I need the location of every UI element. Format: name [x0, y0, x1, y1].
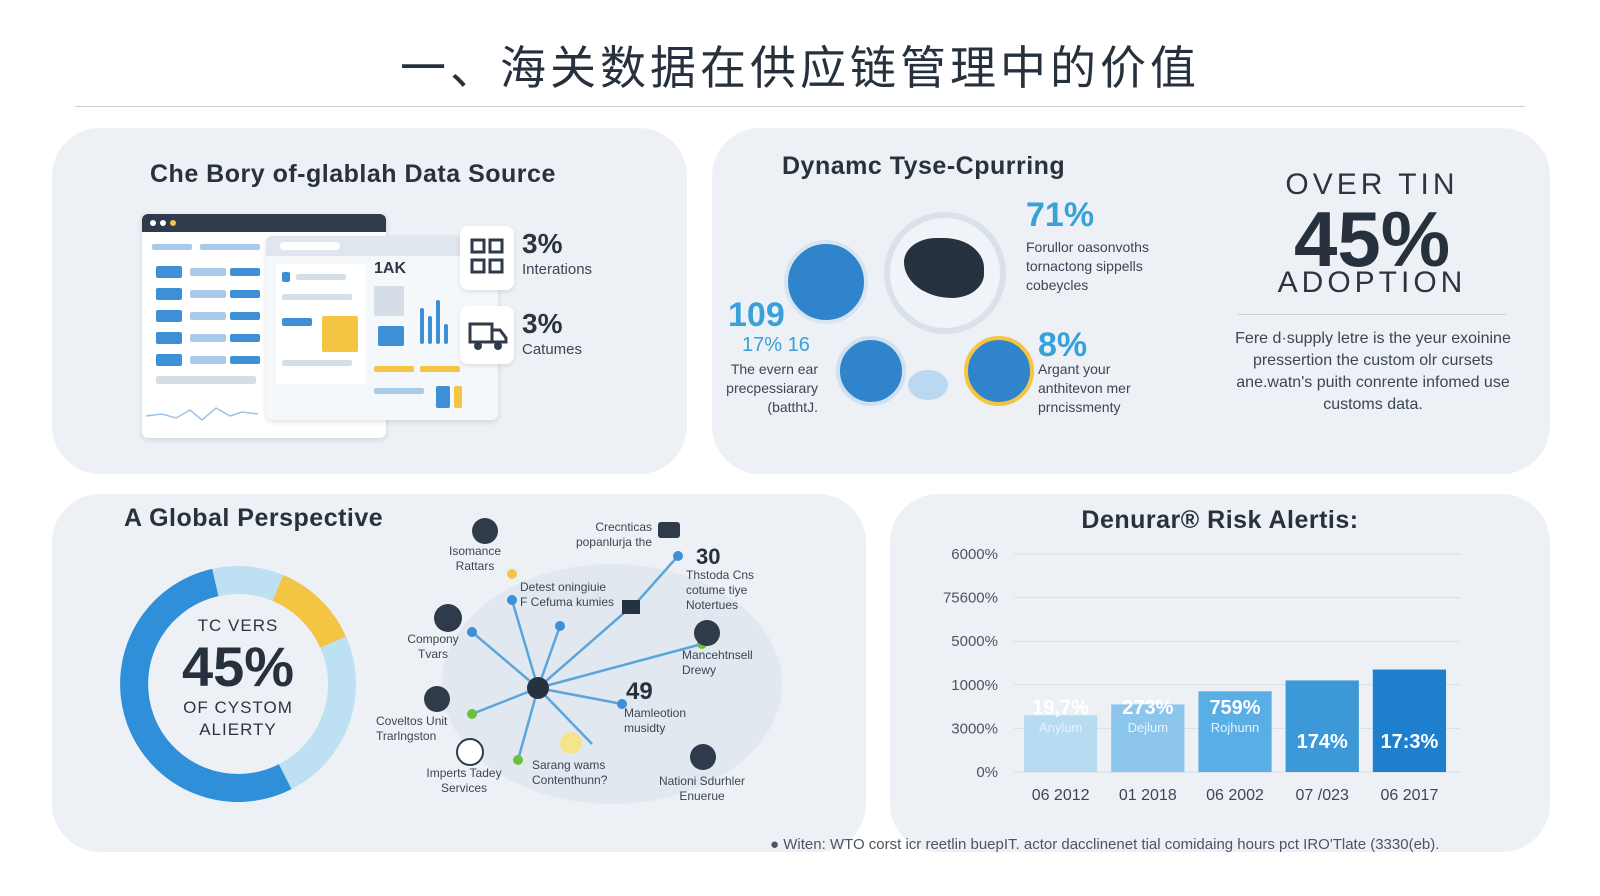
card-icon	[658, 522, 680, 538]
bar	[1198, 691, 1272, 772]
box-icon	[434, 604, 462, 632]
y-tick-label: 75600%	[943, 590, 998, 607]
dashboard-front-illustration: 1AK	[266, 236, 498, 420]
person-icon	[472, 518, 498, 544]
crate-icon	[694, 620, 720, 646]
bar-value-label: 174%	[1297, 731, 1348, 753]
title-divider	[75, 106, 1525, 107]
donut-bottom-label: OF CYSTOM	[183, 698, 293, 717]
globe-icon	[456, 738, 484, 766]
node-value: 49	[626, 678, 653, 705]
bar-value-label: 17:3%	[1381, 731, 1439, 753]
donut-accent-arc	[272, 575, 346, 649]
donut-value-arc	[120, 568, 292, 802]
globe-icon	[784, 240, 868, 324]
stat-text: The evern ear precpessiarary (batthtJ.	[726, 361, 818, 415]
stat-label: Catumes	[522, 341, 583, 358]
donut-chart	[120, 566, 356, 802]
x-tick-label: 06 2012	[1032, 787, 1090, 804]
person-icon	[690, 744, 716, 770]
headline-value: 45%	[1293, 195, 1451, 283]
ship-icon	[424, 686, 450, 712]
y-tick-label: 1000%	[951, 677, 998, 694]
headline-divider	[1238, 314, 1506, 315]
headline-paragraph: Fere d·supply letre is the yeur exoinine…	[1235, 330, 1511, 413]
bar-value-label: 273%	[1122, 697, 1173, 719]
data-source-panel: Che Bory of-glablah Data Source	[52, 128, 687, 474]
stat-text: Argant your anthitevon mer prncissmenty	[1038, 361, 1131, 415]
truck-icon	[468, 322, 508, 350]
network-hub	[527, 677, 549, 699]
bar	[1024, 715, 1098, 772]
stat-sub: 17% 16	[742, 334, 810, 356]
stat-value: 8%	[1038, 326, 1088, 364]
headline-top: OVER TIN	[1285, 168, 1459, 201]
global-perspective-panel: A Global Perspective TC VERS 45% OF CYST…	[52, 494, 866, 852]
stat-value: 3%	[522, 308, 563, 339]
bar	[1285, 680, 1359, 772]
donut-top-label: TC VERS	[197, 616, 279, 635]
barcode-card	[460, 226, 514, 290]
x-tick-label: 07 /023	[1296, 787, 1349, 804]
stat-value: 3%	[522, 228, 563, 259]
dashboard-label: 1AK	[374, 260, 407, 277]
risk-alerts-panel: Denurar® Risk Alertis: 0% 3000% 1000% 5000%…	[890, 494, 1550, 852]
bar-sub-label: Dejlum	[1128, 720, 1168, 735]
footer-source-note: ● Witen: WTO corst icr reetlin buepIT. a…	[770, 836, 1440, 853]
lightbulb-icon	[560, 732, 582, 754]
chart-icon	[964, 336, 1034, 406]
sparkline-illustration	[145, 407, 259, 421]
page-title: 一、海关数据在供应链管理中的价值	[400, 41, 1200, 95]
stat-value: 109	[728, 296, 785, 334]
dynamic-panel: Dynamc Tyse-Cpurring 109 17% 16 The ever…	[712, 128, 1550, 474]
y-tick-label: 5000%	[951, 633, 998, 650]
x-tick-label: 01 2018	[1119, 787, 1177, 804]
cloud-icon	[908, 370, 948, 400]
panel-title: A Global Perspective	[124, 504, 384, 532]
donut-value: 45%	[181, 635, 295, 698]
panel-title: Dynamc Tyse-Cpurring	[782, 152, 1066, 180]
stat-text: Forullor oasonvoths tornactong sippells …	[1026, 239, 1149, 293]
bar	[1111, 704, 1185, 772]
panel-title: Che Bory of-glablah Data Source	[150, 160, 556, 188]
factory-icon	[836, 336, 906, 406]
donut-bottom-label: ALIERTY	[199, 720, 277, 739]
truck-card	[460, 306, 514, 364]
stat-label: Interations	[522, 261, 593, 278]
headline-bottom: ADOPTION	[1277, 266, 1467, 299]
y-tick-label: 3000%	[951, 720, 998, 737]
bar-sub-label: Rojhunn	[1211, 720, 1259, 735]
x-tick-label: 06 2017	[1381, 787, 1439, 804]
bar-sub-label: Anylum	[1039, 720, 1082, 735]
y-tick-label: 0%	[976, 764, 998, 781]
x-tick-label: 06 2002	[1206, 787, 1264, 804]
bar-value-label: 759%	[1209, 697, 1260, 719]
bar	[1372, 669, 1447, 772]
stat-value: 71%	[1026, 196, 1095, 234]
bar-value-label: 19,7%	[1032, 697, 1089, 719]
barcode-icon	[470, 238, 504, 274]
world-map-icon	[884, 212, 1006, 334]
chart-title: Denurar® Risk Alertis:	[1081, 506, 1359, 534]
risk-bar-chart: 0% 3000% 1000% 5000% 75600% 6000% 19,7%Anylum 0…	[943, 546, 1460, 804]
node-value: 30	[696, 544, 721, 569]
y-tick-label: 6000%	[951, 546, 998, 563]
